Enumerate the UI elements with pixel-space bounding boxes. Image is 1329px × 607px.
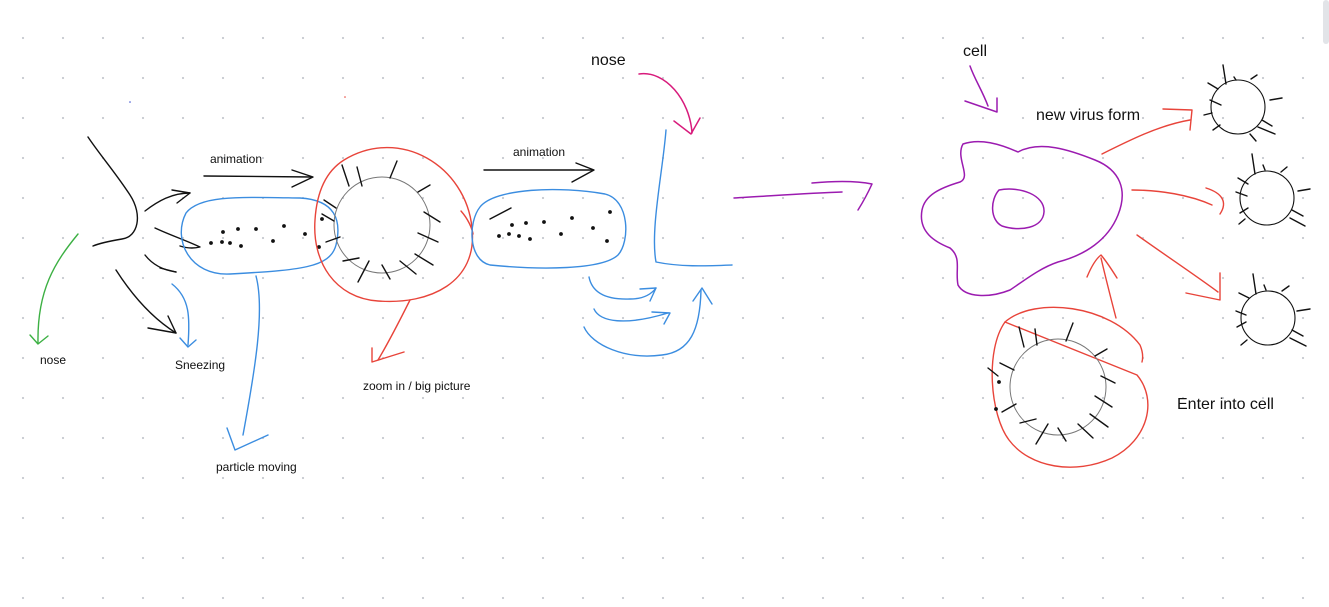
label-zoom-in: zoom in / big picture bbox=[363, 379, 471, 393]
animation-arrow-2 bbox=[483, 162, 595, 183]
label-animation-1: animation bbox=[210, 152, 263, 166]
speck bbox=[344, 96, 346, 98]
label-animation-2: animation bbox=[513, 145, 566, 159]
label-nose-left: nose bbox=[40, 353, 67, 367]
label-particle-moving: particle moving bbox=[216, 460, 297, 474]
host-cell bbox=[920, 140, 1123, 297]
particle-blob-2 bbox=[471, 188, 627, 269]
label-sneezing: Sneezing bbox=[175, 358, 226, 372]
blue-nose-profile bbox=[583, 129, 733, 357]
animation-arrow-1 bbox=[203, 169, 314, 188]
label-new-virus-form: new virus form bbox=[1036, 107, 1141, 124]
zoom-arrow bbox=[371, 299, 411, 363]
purple-cell-arrow bbox=[964, 65, 998, 113]
label-enter-into-cell: Enter into cell bbox=[1177, 396, 1274, 413]
new-virus-arrows bbox=[1101, 108, 1225, 301]
new-virus-3 bbox=[1235, 273, 1311, 347]
magenta-arrow bbox=[638, 73, 701, 135]
label-cell: cell bbox=[963, 43, 988, 60]
particle-moving-arrow bbox=[226, 275, 269, 451]
entry-circle bbox=[987, 306, 1149, 468]
nose-sketch bbox=[87, 136, 139, 247]
vertical-scrollbar[interactable] bbox=[1323, 0, 1329, 44]
blue-arrow-sneezing bbox=[171, 283, 197, 348]
sneeze-arrows bbox=[115, 189, 201, 334]
new-virus-2 bbox=[1235, 153, 1311, 227]
purple-arrow bbox=[733, 180, 873, 211]
green-arrow bbox=[29, 233, 79, 345]
enter-arrow bbox=[1086, 254, 1118, 319]
zoom-circle-1 bbox=[314, 146, 474, 303]
new-virus-1 bbox=[1203, 64, 1283, 142]
label-nose-top: nose bbox=[591, 52, 626, 69]
speck bbox=[129, 101, 131, 103]
particle-blob-1 bbox=[180, 196, 339, 275]
